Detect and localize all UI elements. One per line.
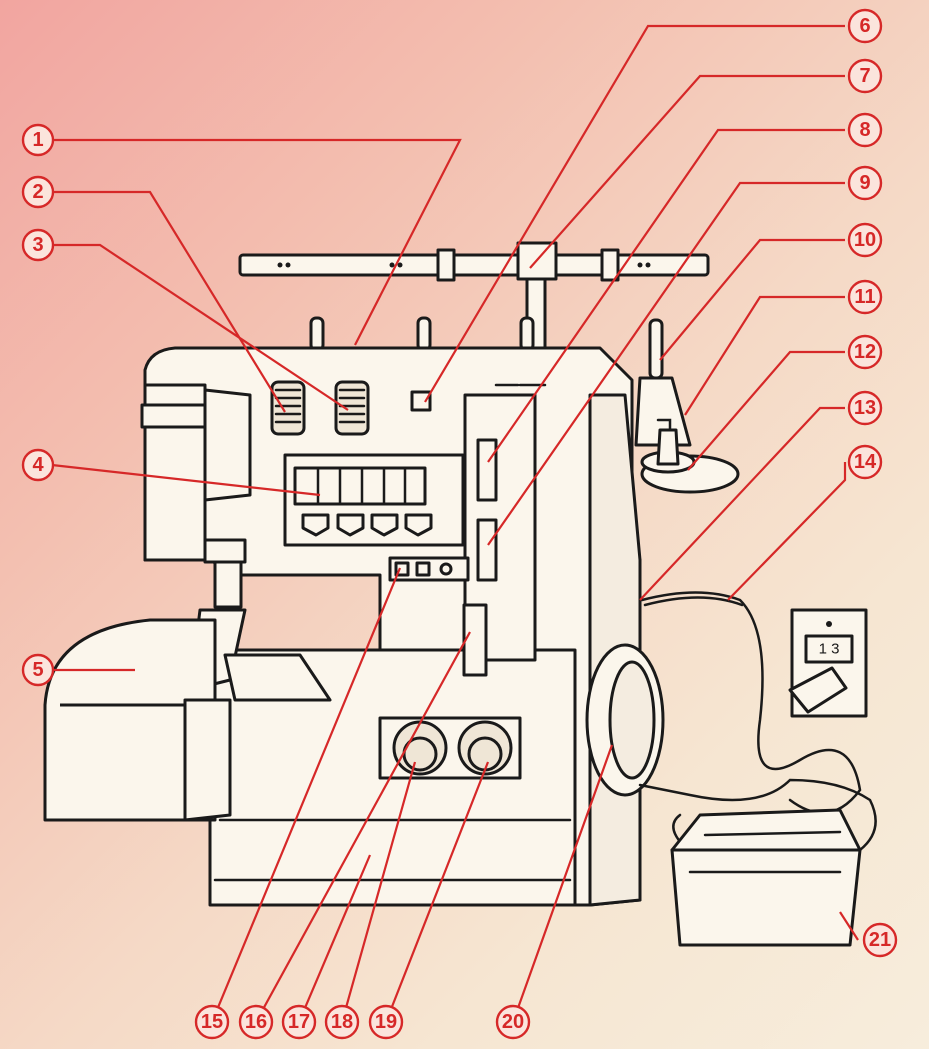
cone-holder [634, 318, 740, 494]
callout-7-label: 7 [859, 65, 870, 87]
callout-17-label: 17 [288, 1011, 310, 1033]
callout-9: 9 [847, 165, 883, 201]
callout-2: 2 [21, 175, 55, 209]
callout-2-label: 2 [32, 181, 43, 203]
callout-20-label: 20 [502, 1011, 524, 1033]
callout-14-label: 14 [854, 451, 877, 473]
callout-1-label: 1 [32, 129, 43, 151]
control-buttons [388, 556, 470, 582]
callout-8-label: 8 [859, 119, 870, 141]
callout-labels: 1 2 3 4 5 6 7 8 9 10 11 [21, 8, 898, 1040]
callout-12: 12 [847, 334, 883, 370]
callout-4-label: 4 [32, 454, 44, 476]
thread-guides [462, 383, 547, 677]
callout-5: 5 [21, 653, 55, 687]
leader-lines [51, 24, 859, 1023]
callout-4: 4 [21, 448, 55, 482]
callout-7: 7 [847, 58, 883, 94]
callout-15-label: 15 [201, 1011, 223, 1033]
callout-6-label: 6 [859, 15, 870, 37]
tension-dials [270, 380, 432, 436]
callout-9-label: 9 [859, 172, 870, 194]
callout-16: 16 [238, 1004, 274, 1040]
foot-controller [670, 808, 862, 947]
handwheel [585, 643, 665, 797]
callout-11-label: 11 [854, 286, 875, 308]
callout-8: 8 [847, 112, 883, 148]
callout-18-label: 18 [331, 1011, 353, 1033]
callout-20: 20 [495, 1004, 531, 1040]
callout-5-label: 5 [32, 659, 43, 681]
wall-socket: 1 3 [788, 608, 868, 718]
callout-15: 15 [194, 1004, 230, 1040]
callout-11: 11 [847, 279, 883, 315]
callout-3: 3 [21, 228, 55, 262]
callout-19-label: 19 [375, 1011, 397, 1033]
spool-pins [309, 316, 535, 352]
callout-19: 19 [368, 1004, 404, 1040]
callout-13-label: 13 [854, 397, 876, 419]
callout-10: 10 [847, 222, 883, 258]
callout-21: 21 [862, 922, 898, 958]
callout-13: 13 [847, 390, 883, 426]
callout-3-label: 3 [32, 234, 43, 256]
callout-18: 18 [324, 1004, 360, 1040]
callout-6: 6 [847, 8, 883, 44]
differential-knobs [378, 716, 522, 780]
machine-illustration: 1 3 [43, 241, 877, 947]
callout-10-label: 10 [854, 229, 876, 251]
socket-text: 1 3 [819, 641, 840, 658]
threading-chart [283, 453, 465, 547]
callout-16-label: 16 [245, 1011, 267, 1033]
callout-1: 1 [21, 123, 55, 157]
callout-12-label: 12 [854, 341, 876, 363]
callout-21-label: 21 [869, 929, 891, 951]
callout-17: 17 [281, 1004, 317, 1040]
callout-14: 14 [847, 444, 883, 480]
